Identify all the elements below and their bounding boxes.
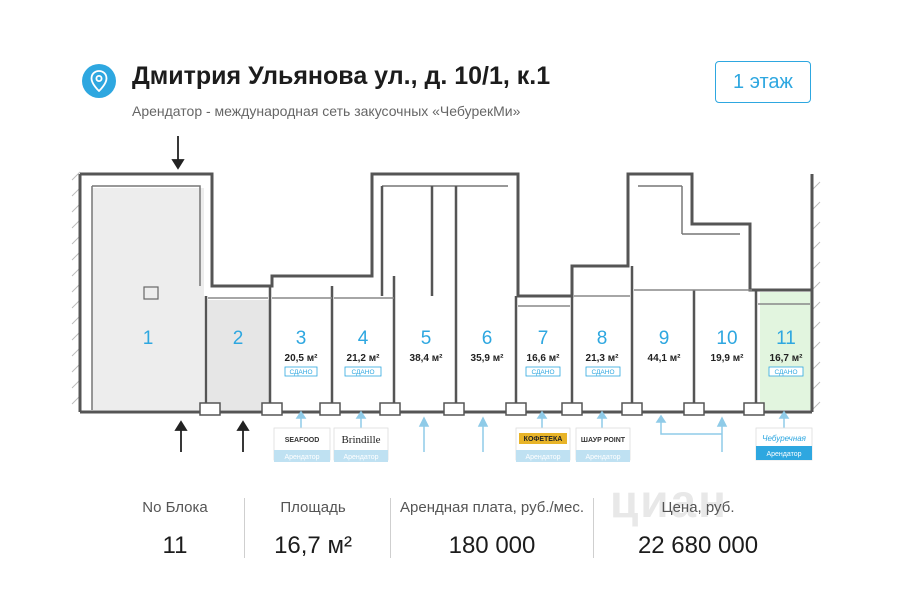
location-pin-icon: [82, 64, 116, 98]
entrance-arrows: [171, 136, 250, 452]
page-title: Дмитрия Ульянова ул., д. 10/1, к.1: [132, 62, 551, 90]
service-rooms: [208, 289, 810, 307]
stat-price-value: 22 680 000: [637, 532, 759, 559]
rented-badges: [284, 366, 804, 377]
stat-area-label: Площадь: [280, 499, 346, 516]
tenant-brand-shaurpoint: ШАУР POINT: [581, 437, 626, 444]
unit-number-2[interactable]: 2: [233, 328, 244, 349]
tenant-label-2: Арендатор: [343, 454, 378, 461]
unit-number-9[interactable]: 9: [659, 328, 670, 349]
tenant-label-5: Арендатор: [766, 451, 801, 458]
wall-piers: [199, 402, 765, 416]
unit-area-11: 16,7 м²: [770, 353, 804, 364]
unit-number-5[interactable]: 5: [421, 328, 432, 349]
tenant-arrows: [295, 410, 790, 452]
floor-selector-button[interactable]: 1 этаж: [715, 61, 811, 103]
unit-area-5: 38,4 м²: [410, 353, 444, 364]
unit-area-6: 35,9 м²: [471, 353, 505, 364]
tenant-brand-seafood: SEAFOOD: [285, 437, 320, 444]
unit-area-8: 21,3 м²: [586, 353, 620, 364]
stat-rent-label: Арендная плата, руб./мес.: [400, 499, 584, 516]
stat-rent-value: 180 000: [448, 532, 536, 559]
stat-area-value: 16,7 м²: [274, 532, 352, 559]
tenant-logos: [273, 427, 813, 462]
stat-rent: Арендная плата, руб./мес. 180 000: [392, 490, 592, 560]
unit-number-6[interactable]: 6: [482, 328, 493, 349]
partitions: [204, 186, 758, 412]
divider: [593, 498, 594, 558]
unit-number-1[interactable]: 1: [143, 328, 154, 349]
unit-number-4[interactable]: 4: [358, 328, 369, 349]
tenant-label-1: Арендатор: [284, 454, 319, 461]
unit-11-area[interactable]: [760, 292, 812, 410]
rented-badge-11: СДАНО: [774, 369, 797, 376]
unit-number-7[interactable]: 7: [538, 328, 549, 349]
unit-number-10[interactable]: 10: [716, 328, 737, 349]
floor-plan: 1 2 3 4 5 6 7 8 9 10 11 20,5 м² 21,2 м² …: [71, 136, 821, 462]
divider: [390, 498, 391, 558]
unit-number-11[interactable]: 11: [776, 328, 796, 349]
rented-badge-3: СДАНО: [289, 369, 312, 376]
unit-area-3: 20,5 м²: [285, 353, 319, 364]
tenant-label-4: Арендатор: [585, 454, 620, 461]
stat-block: No Блока 11: [115, 490, 235, 560]
tenant-brand-cheburek: Чебуречная: [762, 434, 807, 443]
unit-2-area[interactable]: [208, 300, 270, 410]
tenant-label-3: Арендатор: [525, 454, 560, 461]
rented-badge-4: СДАНО: [351, 369, 374, 376]
unit-area-10: 19,9 м²: [711, 353, 745, 364]
cian-watermark: циан: [610, 475, 728, 527]
header: Дмитрия Ульянова ул., д. 10/1, к.1 Аренд…: [0, 0, 900, 150]
unit-number-3[interactable]: 3: [296, 328, 307, 349]
stat-area: Площадь 16,7 м²: [253, 490, 373, 560]
tenant-brand-kofeteka: КОФЕТЕКА: [524, 436, 563, 443]
divider: [244, 498, 245, 558]
unit-area-4: 21,2 м²: [347, 353, 381, 364]
rented-badge-8: СДАНО: [591, 369, 614, 376]
unit-stats-panel: No Блока 11 Площадь 16,7 м² Арендная пла…: [0, 490, 900, 600]
inner-wall-lines: [91, 185, 740, 410]
stat-block-label: No Блока: [142, 499, 208, 516]
stat-price: Цена, руб. 22 680 000: [598, 490, 798, 560]
stat-block-value: 11: [162, 532, 188, 559]
column-marker: [143, 286, 159, 300]
page-subtitle: Арендатор - международная сеть закусочны…: [132, 103, 521, 119]
rented-badge-7: СДАНО: [531, 369, 554, 376]
unit-area-7: 16,6 м²: [527, 353, 561, 364]
unit-number-8[interactable]: 8: [597, 328, 608, 349]
tenant-brand-brindille: Brindille: [341, 434, 380, 446]
unit-area-9: 44,1 м²: [648, 353, 682, 364]
stat-price-label: Цена, руб.: [661, 499, 735, 516]
